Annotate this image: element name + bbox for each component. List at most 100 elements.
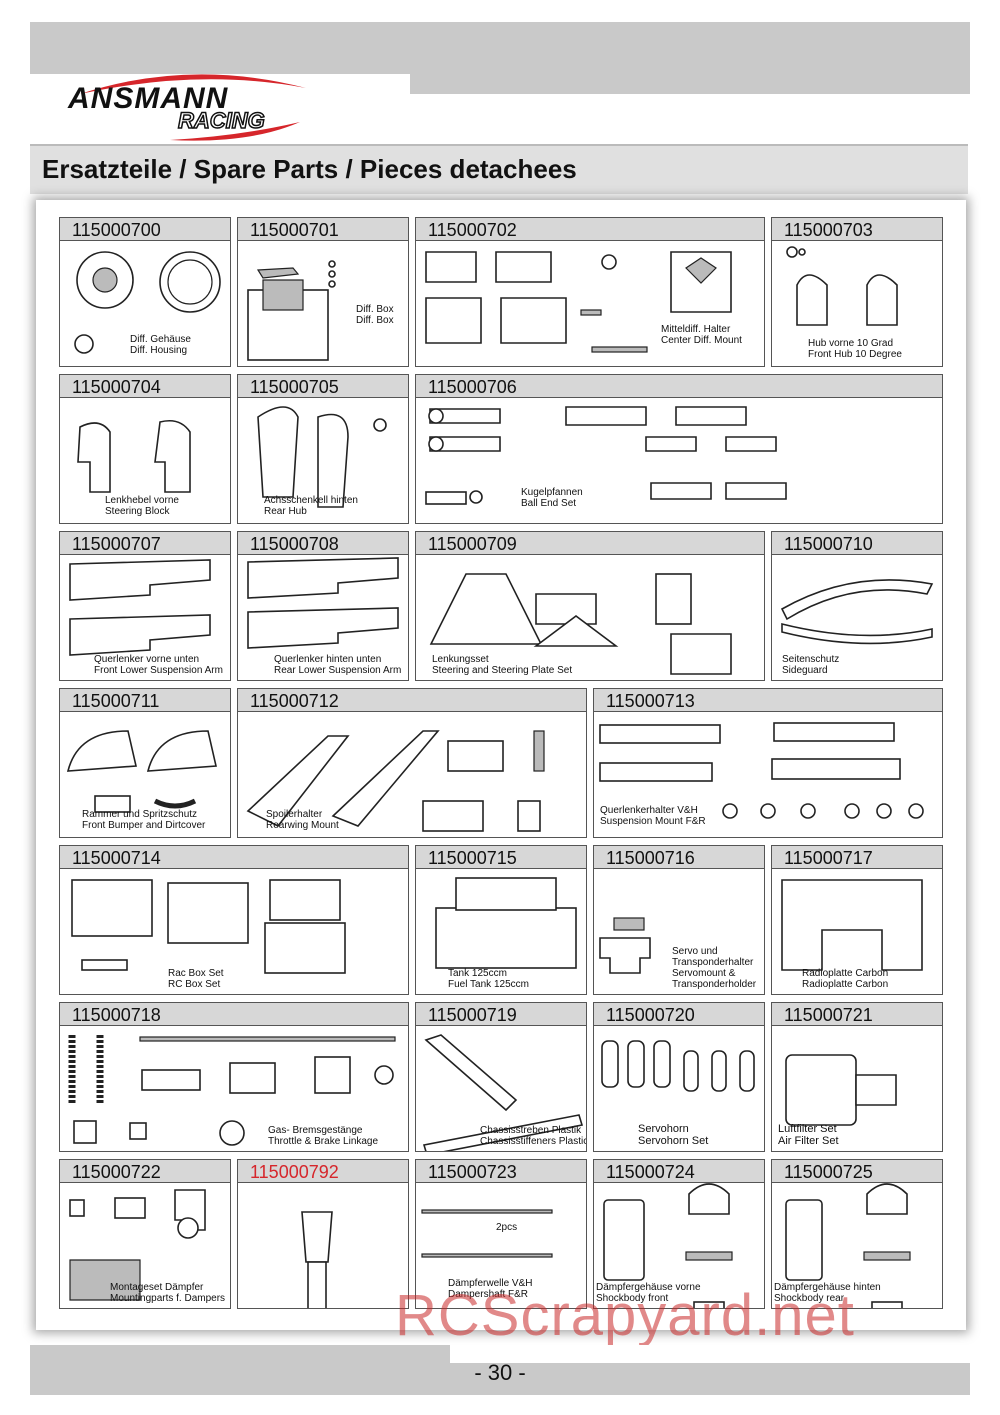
- part-caption-line: Shockbody rear: [774, 1293, 845, 1304]
- part-caption-line: Steering and Steering Plate Set: [432, 665, 573, 676]
- part-caption-line: Seitenschutz: [782, 654, 840, 665]
- part-caption-line: Montageset Dämpfer: [110, 1282, 204, 1293]
- part-caption-line: Lenkungsset: [432, 654, 489, 665]
- part-caption-line: Chassisstreben Plastik: [480, 1125, 582, 1136]
- part-drawing: [599, 917, 651, 974]
- part-illustration: [772, 868, 942, 994]
- part-number: 115000724: [606, 1162, 695, 1182]
- part-drawing: [421, 1209, 553, 1258]
- part-caption-line: Shockbody front: [596, 1293, 669, 1304]
- part-caption-line: Rear Lower Suspension Arm: [274, 665, 402, 676]
- page-title: Ersatzteile / Spare Parts / Pieces detac…: [42, 154, 577, 184]
- part-card-header: 115000702: [416, 218, 764, 241]
- part-number: 115000710: [784, 534, 873, 554]
- part-illustration: [772, 554, 942, 680]
- part-number: 115000716: [606, 848, 695, 868]
- part-caption-line: Mountingparts f. Dampers: [110, 1293, 226, 1304]
- part-drawing: [429, 573, 732, 675]
- part-number: 115000792: [250, 1162, 339, 1182]
- brand-logo: ANSMANN RACING: [60, 60, 320, 141]
- part-drawing: [246, 730, 545, 832]
- part-number: 115000713: [606, 691, 695, 711]
- part-drawing: [425, 406, 787, 505]
- part-illustration: [238, 397, 408, 523]
- part-caption-line: Rac Box Set: [168, 968, 224, 979]
- part-caption-line: Lenkhebel vorne: [105, 495, 179, 506]
- part-illustration: [772, 1182, 942, 1308]
- title-band: Ersatzteile / Spare Parts / Pieces detac…: [30, 144, 968, 194]
- part-illustration: [416, 240, 764, 366]
- part-caption-line: Chassisstiffeners Plastic: [480, 1136, 587, 1147]
- part-drawing: [780, 579, 934, 645]
- part-note: 2pcs: [496, 1222, 518, 1233]
- part-caption-line: Diff. Housing: [130, 345, 188, 356]
- part-illustration: [60, 868, 408, 994]
- part-illustration: [772, 1025, 942, 1151]
- part-card-header: 115000722: [60, 1160, 230, 1183]
- part-number: 115000720: [606, 1005, 695, 1025]
- part-drawing: [435, 877, 577, 969]
- part-illustration: [416, 868, 586, 994]
- logo-swoosh-icon: [80, 74, 306, 141]
- part-card-header: 115000711: [60, 689, 230, 712]
- part-drawing: [257, 406, 387, 508]
- part-caption-line: Rammer und Spritzschutz: [82, 809, 198, 820]
- part-number: 115000715: [428, 848, 517, 868]
- part-caption-line: Sideguard: [782, 665, 828, 676]
- part-card-header: 115000717: [772, 846, 942, 869]
- part-number: 115000701: [250, 220, 339, 240]
- brand-sub: RACING: [177, 107, 265, 134]
- part-caption-line: Radioplatte Carbon: [802, 979, 889, 990]
- part-caption-line: Front Bumper and Dirtcover: [82, 820, 206, 831]
- part-card: 115000792: [237, 1159, 409, 1309]
- part-caption-line: Querlenker hinten unten: [274, 654, 382, 665]
- part-drawing: [603, 1183, 733, 1308]
- part-caption-line: Dämpfergehäuse vorne: [596, 1282, 701, 1293]
- part-number: 115000717: [784, 848, 873, 868]
- part-illustration: [238, 1182, 408, 1308]
- part-number: 115000702: [428, 220, 517, 240]
- part-caption-line: Kugelpfannen: [521, 487, 583, 498]
- part-caption-line: Querlenker vorne unten: [94, 654, 200, 665]
- part-drawing: [301, 1211, 333, 1308]
- part-card-header: 115000714: [60, 846, 408, 869]
- part-illustration: [772, 240, 942, 366]
- part-caption-line: Diff. Box: [356, 304, 394, 315]
- part-caption-line: Air Filter Set: [778, 1135, 839, 1147]
- part-illustration: [416, 1025, 586, 1151]
- part-number: 115000703: [784, 220, 873, 240]
- part-number: 115000722: [72, 1162, 161, 1182]
- part-illustration: [60, 1025, 408, 1151]
- part-drawing: [599, 722, 924, 819]
- part-drawing: [77, 419, 191, 493]
- part-illustration: [60, 711, 230, 837]
- part-illustration: [238, 711, 586, 837]
- part-number: 115000706: [428, 377, 517, 397]
- part-drawing: [69, 1189, 206, 1301]
- part-card-header: 115000723: [416, 1160, 586, 1183]
- part-caption-line: Steering Block: [105, 506, 170, 517]
- part-card-header: 115000715: [416, 846, 586, 869]
- part-card-header: 115000720: [594, 1003, 764, 1026]
